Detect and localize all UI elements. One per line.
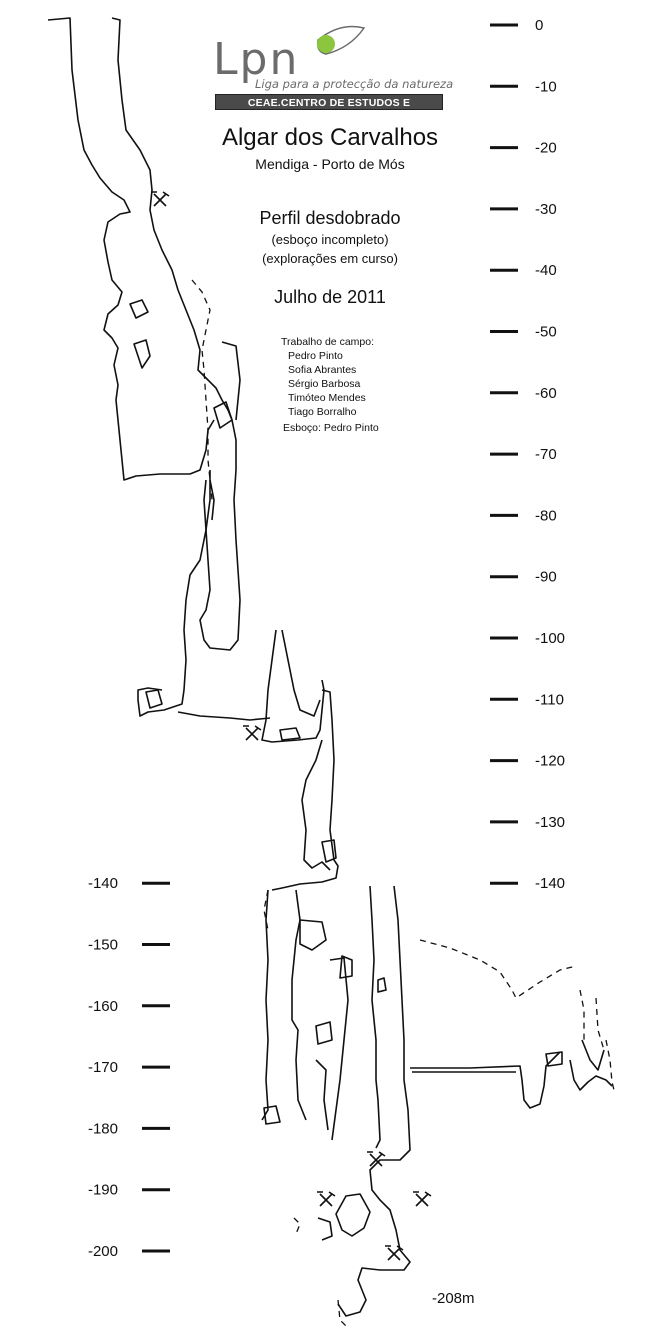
- left-scale-label: -170: [88, 1059, 118, 1076]
- right-scale-label: -130: [535, 814, 565, 831]
- crew-member: Sofia Abrantes: [288, 364, 357, 376]
- right-scale-label: -10: [535, 78, 557, 95]
- right-scale-label: 0: [535, 17, 543, 34]
- right-scale-label: -30: [535, 201, 557, 218]
- cave-passage-lower: [261, 885, 613, 1317]
- crew-member: Tiago Borralho: [288, 406, 357, 418]
- right-scale-label: -120: [535, 753, 565, 770]
- crew-member: Pedro Pinto: [288, 350, 343, 362]
- logo-green-dot-icon: [317, 35, 335, 53]
- crew-member: Timóteo Mendes: [288, 392, 366, 404]
- sketch-credit: Esboço: Pedro Pinto: [283, 422, 379, 434]
- logo-mark: Lpn: [213, 34, 299, 85]
- right-scale-label: -140: [535, 875, 565, 892]
- ceae-banner: CEAE.CENTRO DE ESTUDOS E ACTIVIDADES ESP…: [215, 94, 443, 125]
- pick-hammer-icon: [151, 191, 170, 207]
- left-scale-label: -140: [88, 875, 118, 892]
- left-scale-label: -180: [88, 1120, 118, 1137]
- pick-hammer-icon: [317, 1191, 336, 1207]
- right-scale-label: -60: [535, 385, 557, 402]
- pick-hammer-icon: [367, 1151, 386, 1167]
- survey-type: Perfil desdobrado: [259, 208, 401, 228]
- right-scale-label: -40: [535, 262, 557, 279]
- lpn-logo: Lpn Liga para a protecção da natureza: [213, 25, 453, 91]
- survey-date: Julho de 2011: [274, 287, 386, 307]
- right-scale-label: -50: [535, 324, 557, 341]
- pick-hammer-icon: [385, 1245, 404, 1261]
- cave-location: Mendiga - Porto de Mós: [255, 156, 405, 172]
- right-scale-label: -90: [535, 569, 557, 586]
- survey-note-ongoing: (explorações em curso): [262, 251, 398, 266]
- left-scale-label: -160: [88, 998, 118, 1015]
- right-scale-label: -70: [535, 446, 557, 463]
- pick-hammer-icon: [413, 1191, 432, 1207]
- left-scale-label: -190: [88, 1182, 118, 1199]
- digging-symbols: [151, 191, 432, 1261]
- approximate-walls-dashed: [191, 279, 615, 1329]
- right-scale-label: -80: [535, 507, 557, 524]
- cave-name: Algar dos Carvalhos: [221, 124, 439, 151]
- right-scale-label: -110: [535, 691, 564, 708]
- right-scale-label: -20: [535, 140, 557, 157]
- logo-tagline: Liga para a protecção da natureza: [255, 77, 453, 91]
- crew-heading: Trabalho de campo:: [281, 336, 374, 348]
- left-scale-label: -200: [88, 1243, 118, 1260]
- left-scale-label: -150: [88, 937, 118, 954]
- cave-passage-upper: [47, 17, 339, 891]
- left-depth-scale: -140 -150 -160 -170 -180 -190 -200: [88, 875, 170, 1260]
- final-depth-label: -208m: [432, 1290, 475, 1307]
- right-depth-scale: 0 -10 -20 -30 -40 -50 -60 -70 -80 -90 -100 -110 -120…: [490, 17, 565, 892]
- survey-note-incomplete: (esboço incompleto): [271, 232, 389, 247]
- pick-hammer-icon: [243, 725, 262, 741]
- crew-member: Sérgio Barbosa: [288, 378, 361, 390]
- right-scale-label: -100: [535, 630, 565, 647]
